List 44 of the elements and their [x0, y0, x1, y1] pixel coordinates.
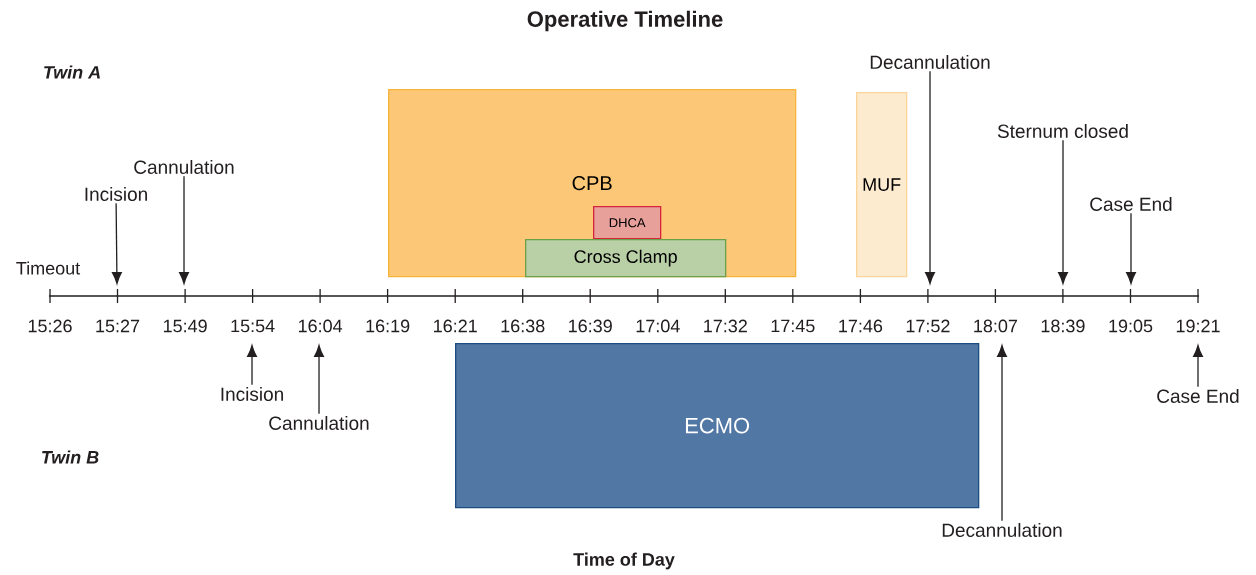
event-label: Decannulation [942, 523, 1062, 537]
arrow [314, 344, 324, 415]
tick-label: 15:54 [231, 319, 275, 333]
event-label: Case End [1157, 389, 1239, 403]
twin-label: Twin B [42, 450, 99, 464]
tick-label: 17:32 [704, 319, 747, 333]
tick-label: 16:19 [366, 319, 410, 333]
tick-label: 16:38 [501, 319, 545, 333]
tick-label: 17:46 [839, 319, 883, 333]
title: Operative Timeline [527, 10, 723, 32]
tick-label: 15:27 [96, 319, 140, 333]
ecmo-bar: ECMO [455, 343, 980, 509]
tick-label: 16:39 [569, 319, 612, 333]
tick-label: 15:49 [163, 319, 207, 333]
axis-start-label: Timeout [16, 261, 81, 275]
tick-label: 19:21 [1176, 319, 1220, 333]
arrow [111, 202, 122, 285]
arrow [179, 175, 189, 285]
tick-label: 15:26 [28, 319, 72, 333]
tick-label: 18:39 [1041, 319, 1085, 333]
arrow [1126, 212, 1136, 285]
axis-title: Time of Day [573, 552, 675, 570]
arrow [925, 70, 935, 285]
tick-label: 16:04 [298, 319, 343, 333]
event-label: Cannulation [269, 416, 369, 430]
event-label: Sternum closed [997, 124, 1128, 138]
arrest-bar: DHCA [593, 206, 662, 240]
arrow [1058, 139, 1068, 285]
arrow [1193, 344, 1203, 388]
clamp-bar: Cross Clamp [525, 239, 727, 278]
event-label: Decannulation [870, 55, 990, 69]
tick-label: 16:21 [434, 319, 477, 333]
event-label: Incision [85, 187, 147, 201]
tick-label: 19:05 [1109, 319, 1153, 333]
arrow [247, 344, 257, 386]
event-label: Cannulation [134, 160, 234, 174]
tick-label: 17:52 [906, 319, 950, 333]
arrow [997, 344, 1007, 522]
event-label: Case End [1090, 197, 1172, 211]
event-label: Incision [221, 387, 283, 401]
tick-label: 18:07 [974, 319, 1017, 333]
twin-label: Twin A [44, 65, 100, 79]
ultrafiltration-bar: MUF [856, 92, 908, 278]
tick-label: 17:04 [636, 319, 680, 333]
